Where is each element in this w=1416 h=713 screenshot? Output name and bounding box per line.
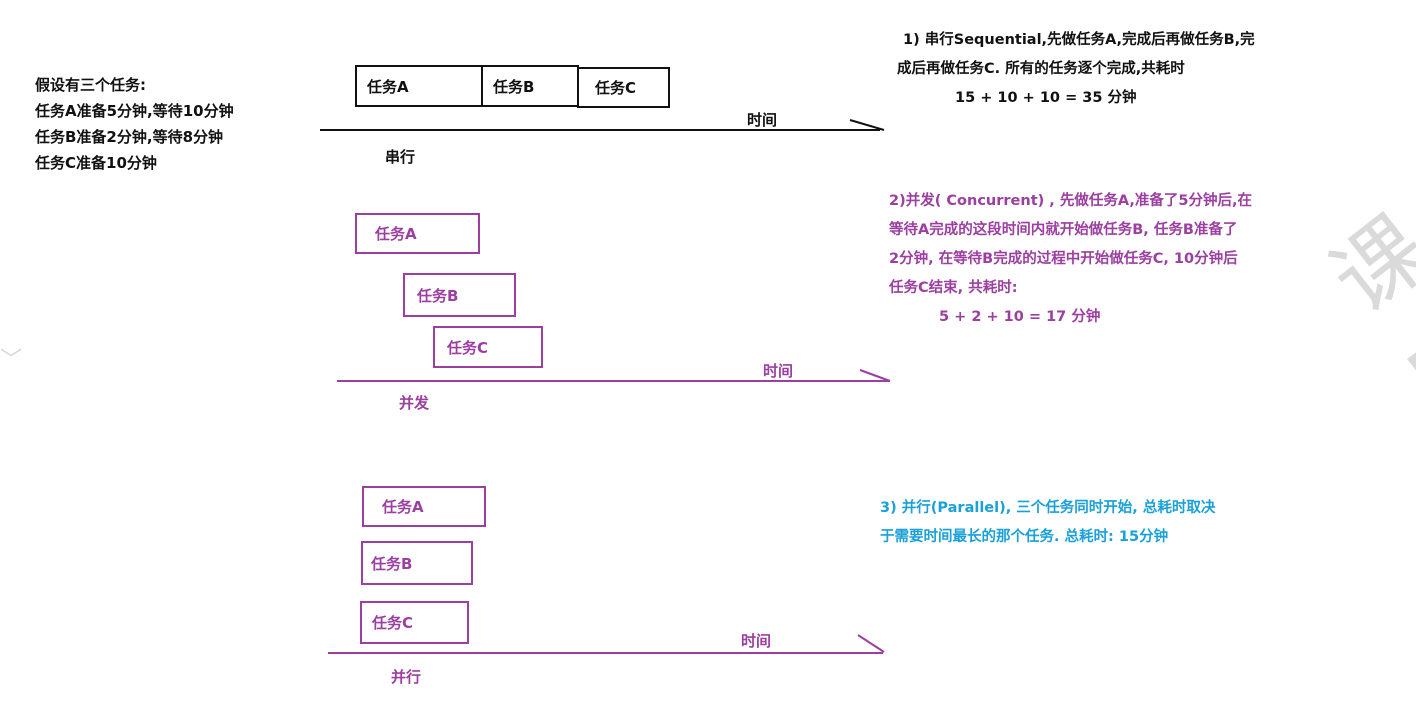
serial-task-a-box: 任务A: [355, 65, 483, 107]
concurrent-section-label: 并发: [399, 394, 430, 412]
intro-line-task-a: 任务A准备5分钟,等待10分钟: [35, 102, 234, 120]
serial-time-axis: [320, 129, 880, 131]
parallel-description: 3) 并行(Parallel), 三个任务同时开始, 总耗时取决 于需要时间最长…: [880, 494, 1215, 552]
parallel-desc-line1: 3) 并行(Parallel), 三个任务同时开始, 总耗时取决: [880, 500, 1216, 516]
serial-axis-arrow-icon: [849, 119, 885, 131]
serial-desc-line2: 成后再做任务C. 所有的任务逐个完成,共耗时: [897, 61, 1185, 77]
parallel-task-a-box: 任务A: [362, 486, 486, 527]
watermark-edge-fragment: ﹀: [0, 348, 23, 373]
concurrent-time-axis: [337, 380, 890, 382]
intro-line-task-b: 任务B准备2分钟,等待8分钟: [35, 128, 224, 146]
intro-text-block: 假设有三个任务: 任务A准备5分钟,等待10分钟 任务B准备2分钟,等待8分钟 …: [35, 72, 234, 176]
parallel-axis-arrow-icon: [857, 634, 885, 653]
serial-task-c-box: 任务C: [577, 67, 670, 108]
parallel-section-label: 并行: [391, 668, 422, 686]
concurrent-description: 2)并发( Concurrent) , 先做任务A,准备了5分钟后,在 等待A完…: [889, 187, 1252, 332]
concurrent-desc-line4: 任务C结束, 共耗时:: [889, 280, 1018, 296]
serial-desc-line1: 1) 串行Sequential,先做任务A,完成后再做任务B,完: [903, 32, 1255, 48]
watermark-text: 课网: [1312, 196, 1416, 437]
concurrent-task-c-box: 任务C: [433, 326, 543, 368]
parallel-task-c-box: 任务C: [360, 601, 469, 644]
parallel-time-axis: [328, 652, 883, 654]
concurrent-axis-arrow-icon: [859, 369, 891, 382]
serial-axis-label: 时间: [747, 111, 778, 129]
parallel-task-b-box: 任务B: [361, 541, 473, 585]
parallel-desc-line2: 于需要时间最长的那个任务. 总耗时: 15分钟: [880, 529, 1169, 545]
concurrent-desc-line1: 2)并发( Concurrent) , 先做任务A,准备了5分钟后,在: [889, 193, 1252, 209]
serial-description: 1) 串行Sequential,先做任务A,完成后再做任务B,完 成后再做任务C…: [897, 26, 1255, 113]
intro-line-task-c: 任务C准备10分钟: [35, 154, 157, 172]
parallel-axis-label: 时间: [741, 632, 772, 650]
intro-title: 假设有三个任务:: [35, 76, 146, 94]
concurrent-task-a-box: 任务A: [355, 213, 480, 254]
concurrent-desc-line3: 2分钟, 在等待B完成的过程中开始做任务C, 10分钟后: [889, 251, 1238, 267]
concurrent-task-b-box: 任务B: [403, 273, 516, 317]
concurrent-desc-formula: 5 + 2 + 10 = 17 分钟: [939, 309, 1101, 325]
serial-task-b-box: 任务B: [481, 65, 579, 107]
concurrent-desc-line2: 等待A完成的这段时间内就开始做任务B, 任务B准备了: [889, 222, 1238, 238]
serial-section-label: 串行: [385, 148, 416, 166]
serial-desc-formula: 15 + 10 + 10 = 35 分钟: [955, 90, 1137, 106]
concurrent-axis-label: 时间: [763, 362, 794, 380]
